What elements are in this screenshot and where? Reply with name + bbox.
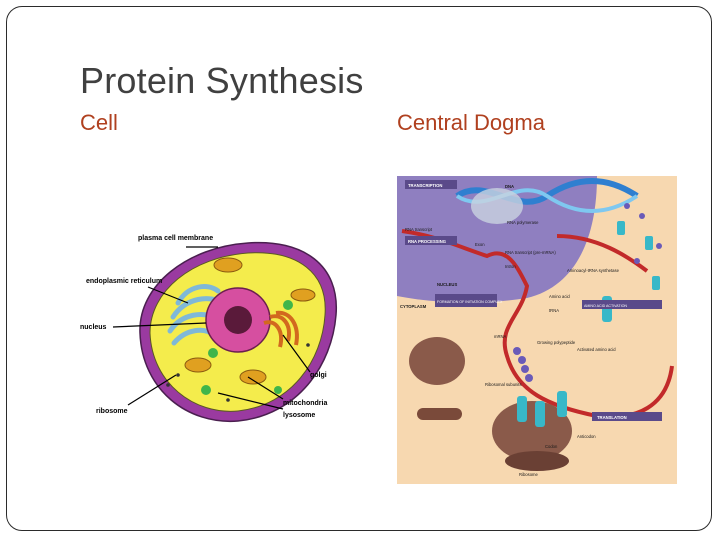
label-golgi: golgi [310,372,327,379]
label-nucleus: NUCLEUS [437,282,457,287]
lysosome-shape [283,300,293,310]
label-translation: TRANSLATION [597,415,627,420]
slide-title: Protein Synthesis [80,60,364,101]
label-exon: Exon [475,242,485,247]
label-rna-processing: RNA PROCESSING [408,239,446,244]
label-intron: Intron [505,264,516,269]
label-ribosome: ribosome [96,408,128,415]
label-ribosomal-subunits: Ribosomal subunits [485,382,522,387]
label-amino-acid: Amino acid [549,294,570,299]
label-anticodon: Anticodon [577,434,596,439]
label-ribosome: Ribosome [519,472,539,477]
label-aminoacyl: Aminoacyl-tRNA synthetase [567,268,620,273]
label-activated-amino-acid: Activated amino acid [577,347,616,352]
label-dna: DNA [505,184,514,189]
label-rna-transcript: RNA transcript [405,227,433,232]
label-amino-acid-activation: AMINO ACID ACTIVATION [584,304,627,308]
label-growing-polypeptide: Growing polypeptide [537,340,576,345]
label-mrna: mRNA [494,334,507,339]
central-dogma-heading: Central Dogma [397,110,545,135]
lysosome-shape [208,348,218,358]
lysosome-shape [274,386,282,394]
central-dogma-diagram: TRANSCRIPTION DNA RNA transcript RNA pol… [397,176,677,484]
ribosome-large-shape [492,401,572,461]
label-mitochondria: mitochondria [283,400,327,407]
ribosome-small-shape [505,451,569,471]
label-plasma-membrane: plasma cell membrane [138,235,213,242]
lysosome-shape [201,385,211,395]
label-formation: FORMATION OF INITIATION COMPLEX [437,300,503,304]
mitochondrion-shape [213,257,243,273]
label-rna-pre: RNA transcript (pre-mRNA) [505,250,556,255]
mitochondrion-shape [239,369,267,385]
mitochondrion-shape [184,357,212,373]
label-cytoplasm: CYTOPLASM [400,304,427,309]
label-transcription: TRANSCRIPTION [408,183,442,188]
cell-heading: Cell [80,110,118,135]
cell-diagram: plasma cell membrane endoplasmic reticul… [80,235,337,422]
label-rna-polymerase: RNA polymerase [507,220,539,225]
label-nucleus: nucleus [80,324,107,331]
er-shape [167,284,226,346]
mitochondrion-shape [290,288,316,302]
label-codon: Codon [545,444,558,449]
nucleolus-shape [224,306,252,334]
golgi-shape [263,310,299,348]
label-trna: tRNA [549,308,559,313]
label-er: endoplasmic reticulum [86,278,162,285]
nucleus-region [397,176,597,303]
label-lysosome: lysosome [283,412,315,419]
